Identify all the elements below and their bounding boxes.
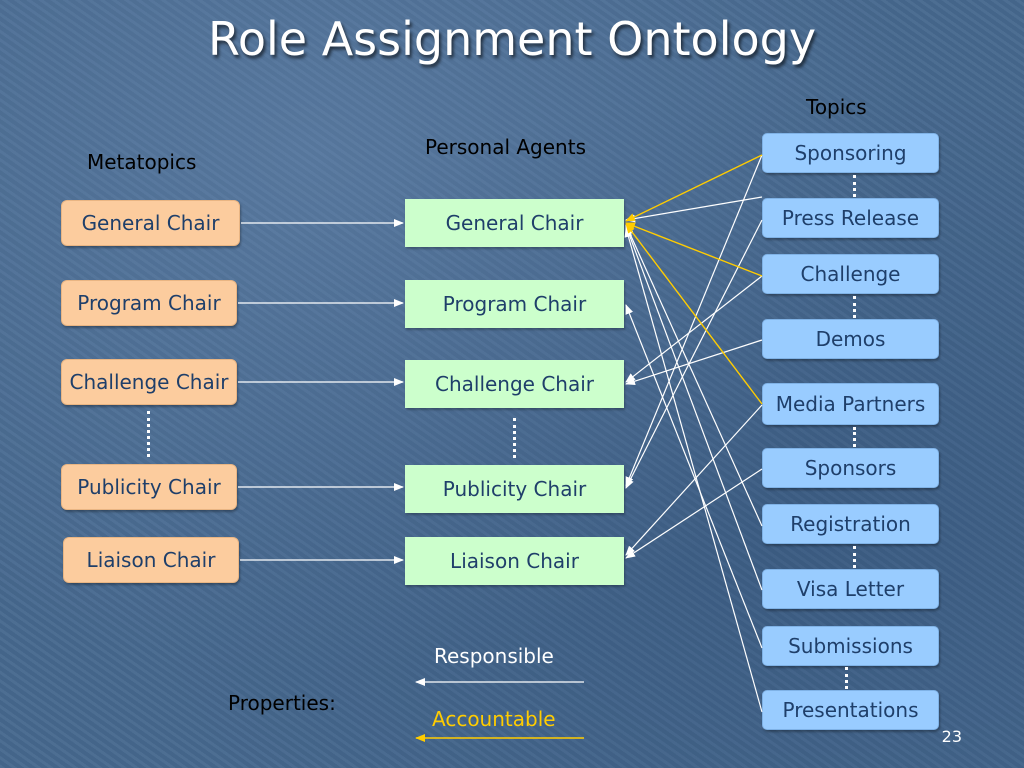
ellipsis-dots <box>853 175 860 197</box>
topic-challenge[interactable]: Challenge <box>762 254 939 294</box>
ellipsis-dots <box>853 427 860 447</box>
topic-demos[interactable]: Demos <box>762 319 939 359</box>
personal-agents-header: Personal Agents <box>425 135 586 159</box>
accountable-link <box>625 154 763 222</box>
topic-press-release[interactable]: Press Release <box>762 198 939 238</box>
accountable-link <box>625 222 763 277</box>
page-title: Role Assignment Ontology <box>207 12 817 66</box>
topic-sponsors[interactable]: Sponsors <box>762 448 939 488</box>
topic-visa-letter[interactable]: Visa Letter <box>762 569 939 609</box>
responsible-link <box>625 219 763 489</box>
metatopic-general-chair[interactable]: General Chair <box>61 200 240 246</box>
responsible-link <box>625 468 763 559</box>
responsible-link <box>624 227 763 713</box>
ellipsis-dots <box>853 546 860 568</box>
legend-responsible-label: Responsible <box>434 644 554 668</box>
responsible-link <box>625 224 763 527</box>
accountable-link <box>625 223 763 405</box>
topic-media-partners[interactable]: Media Partners <box>762 383 939 425</box>
responsible-link <box>625 304 763 649</box>
ellipsis-dots <box>845 667 852 689</box>
ellipsis-dots <box>513 418 520 458</box>
topic-presentations[interactable]: Presentations <box>762 690 939 730</box>
metatopic-challenge-chair[interactable]: Challenge Chair <box>61 359 237 405</box>
metatopic-liaison-chair[interactable]: Liaison Chair <box>63 537 239 583</box>
agent-publicity-chair[interactable]: Publicity Chair <box>405 465 624 513</box>
ellipsis-dots <box>853 296 860 318</box>
topic-sponsoring[interactable]: Sponsoring <box>762 133 939 173</box>
responsible-link <box>625 154 763 487</box>
agent-general-chair[interactable]: General Chair <box>405 199 624 247</box>
properties-header: Properties: <box>228 691 336 715</box>
agent-program-chair[interactable]: Program Chair <box>405 280 624 328</box>
metatopic-publicity-chair[interactable]: Publicity Chair <box>61 464 237 510</box>
topic-registration[interactable]: Registration <box>762 504 939 544</box>
responsible-link <box>625 225 763 591</box>
responsible-link <box>625 196 763 223</box>
agent-liaison-chair[interactable]: Liaison Chair <box>405 537 624 585</box>
responsible-link <box>625 275 763 383</box>
legend-accountable-label: Accountable <box>432 707 556 731</box>
topics-header: Topics <box>806 95 867 119</box>
agent-challenge-chair[interactable]: Challenge Chair <box>405 360 624 408</box>
metatopics-header: Metatopics <box>87 150 197 174</box>
metatopic-program-chair[interactable]: Program Chair <box>61 280 237 326</box>
ellipsis-dots <box>147 411 154 457</box>
topic-submissions[interactable]: Submissions <box>762 626 939 666</box>
page-number: 23 <box>941 727 962 746</box>
responsible-link <box>625 339 763 386</box>
responsible-link <box>625 404 763 556</box>
